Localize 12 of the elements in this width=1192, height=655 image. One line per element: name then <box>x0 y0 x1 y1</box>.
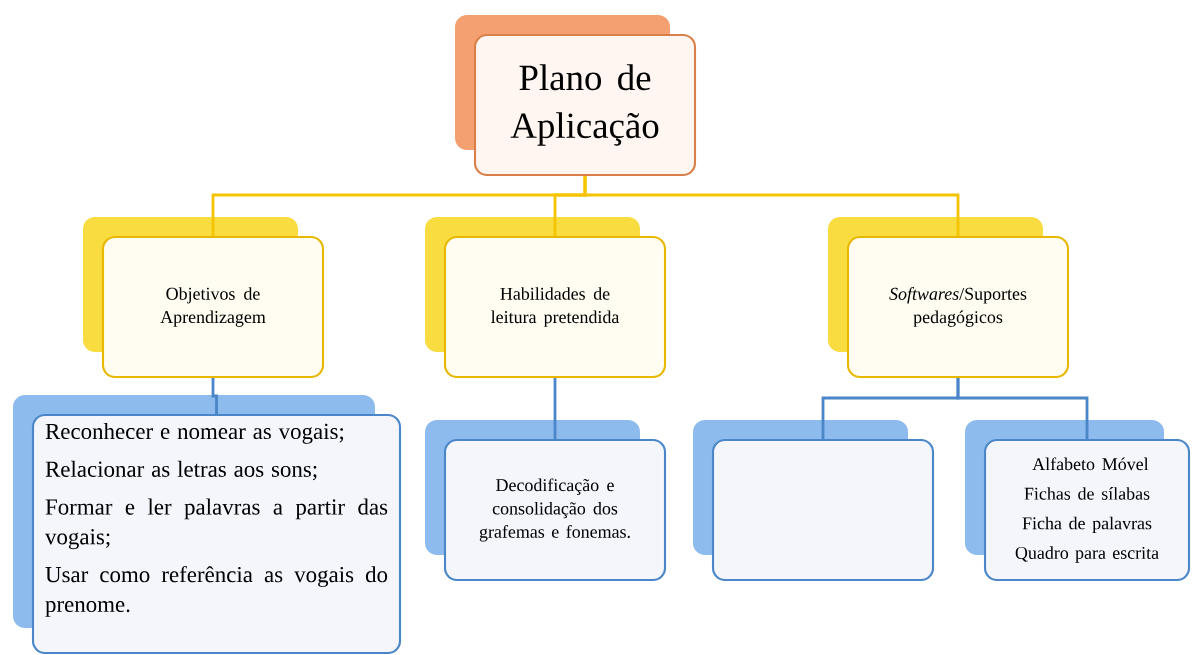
connector-line <box>956 378 1089 439</box>
text-box: Softwares/Suportes pedagógicos <box>828 217 1070 379</box>
text-box: Habilidades de leitura pretendida <box>425 217 667 379</box>
title-box: Plano de Aplicação <box>455 15 697 177</box>
text-box: Objetivos de Aprendizagem <box>83 217 325 379</box>
text-box: Alfabeto Móvel Fichas de sílabas Ficha de palavras Quadro para escrita <box>965 420 1191 582</box>
connector-line <box>211 378 218 414</box>
connector-line <box>553 378 557 439</box>
empty-box <box>693 420 935 582</box>
text-box: Reconhecer e nomear as vogais; Relacionar as letras aos sons; Formar e ler palavras a partir das vogais; Usar como referência as vogais do prenome. <box>13 395 402 655</box>
connector-line <box>583 176 960 236</box>
text-box: Decodificação e consolidação dos grafemas e fonemas. <box>425 420 667 582</box>
